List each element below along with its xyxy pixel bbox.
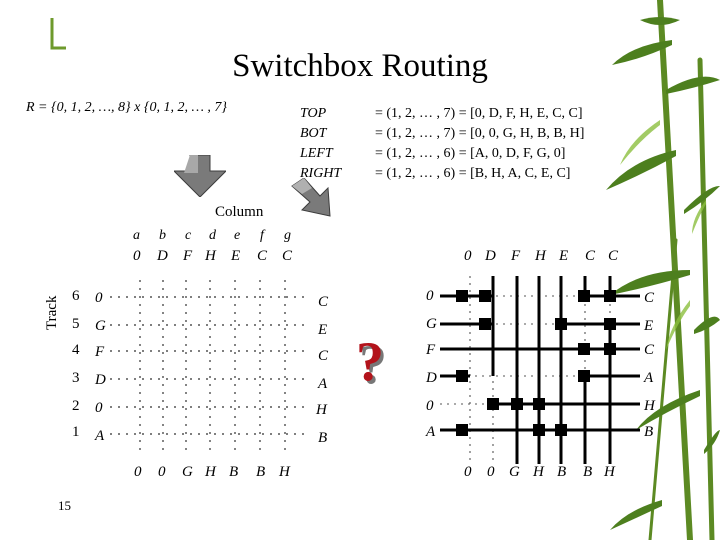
right-side-pin: B [318, 430, 328, 446]
right-side-pin: C [318, 348, 329, 364]
right-top-pin: E [559, 248, 570, 264]
right-bottom-pin: 0 [464, 464, 473, 480]
right-top-pin: C [608, 248, 620, 264]
right-top-pin: 0 [464, 248, 473, 264]
page-number: 15 [58, 498, 71, 513]
routed-switchbox-grid [440, 276, 640, 464]
left-side-pin: G [95, 318, 106, 334]
side-value-top: = (1, 2, … , 7) = [0, D, F, H, E, C, C] [375, 106, 583, 121]
track-number: 4 [72, 342, 80, 358]
column-letter: f [260, 228, 264, 243]
left-bottom-pin: H [205, 464, 217, 480]
track-number: 2 [72, 398, 80, 414]
track-number: 3 [72, 370, 80, 386]
left-side-pin: A [95, 428, 105, 444]
left-side-pin: D [95, 372, 106, 388]
left-bottom-pin: B [256, 464, 267, 480]
right-side-pin: E [318, 322, 328, 338]
slide-title: Switchbox Routing [232, 48, 488, 84]
routed-left-pin: 0 [426, 398, 434, 414]
side-value-left: = (1, 2, … , 6) = [A, 0, D, F, G, 0] [375, 146, 566, 161]
right-side-pin: H [316, 402, 327, 418]
routed-right-pin: B [644, 424, 654, 440]
left-top-pin: F [183, 248, 194, 264]
right-top-pin: F [511, 248, 522, 264]
routed-right-pin: H [644, 398, 655, 414]
column-letter: c [185, 228, 192, 243]
routed-right-pin: C [644, 342, 655, 358]
right-bottom-pin: B [557, 464, 568, 480]
column-letter: e [234, 228, 241, 243]
side-name-left: LEFT [300, 146, 333, 161]
column-letter: a [133, 228, 140, 243]
left-top-pin: C [257, 248, 269, 264]
diagonal-arrow-icon [291, 178, 331, 217]
left-side-pin: F [95, 344, 105, 360]
track-number: 1 [72, 424, 80, 440]
column-letter: b [159, 228, 166, 243]
region-definition: R = {0, 1, 2, …, 8} x {0, 1, 2, … , 7} [26, 100, 228, 115]
side-values: = (1, 2, … , 7) = [0, D, F, H, E, C, C] … [375, 104, 584, 184]
right-bottom-pin: B [583, 464, 594, 480]
down-arrow-icon [174, 155, 226, 197]
left-top-pin: D [157, 248, 169, 264]
left-bottom-pin: G [182, 464, 194, 480]
track-number: 5 [72, 316, 80, 332]
routed-right-pin: A [644, 370, 654, 386]
routed-left-pin: F [426, 342, 436, 358]
column-letter: g [284, 228, 291, 243]
side-names: TOP BOT LEFT RIGHT [300, 104, 341, 184]
right-bottom-pin: H [533, 464, 545, 480]
side-name-top: TOP [300, 106, 327, 121]
right-top-pin: C [585, 248, 597, 264]
left-side-pin: 0 [95, 400, 103, 416]
track-axis-label: Track [44, 295, 60, 330]
left-bottom-pin: B [229, 464, 240, 480]
left-top-pin: E [231, 248, 242, 264]
left-bottom-pin: H [279, 464, 291, 480]
right-side-pin: C [318, 294, 329, 310]
routed-right-pin: C [644, 290, 655, 306]
routed-left-pin: A [426, 424, 436, 440]
side-name-bot: BOT [300, 126, 327, 141]
left-top-pin: 0 [133, 248, 142, 264]
column-axis-label: Column [215, 204, 264, 220]
side-value-right: = (1, 2, … , 6) = [B, H, A, C, E, C] [375, 166, 571, 181]
right-bottom-pin: G [509, 464, 521, 480]
routed-left-pin: 0 [426, 288, 434, 304]
side-value-bot: = (1, 2, … , 7) = [0, 0, G, H, B, B, H] [375, 126, 585, 141]
right-bottom-pin: H [604, 464, 616, 480]
question-mark: ? [356, 331, 384, 393]
left-top-pin: C [282, 248, 294, 264]
right-top-pin: D [485, 248, 497, 264]
right-top-pin: H [535, 248, 547, 264]
track-number: 6 [72, 288, 80, 304]
left-bottom-pin: 0 [158, 464, 167, 480]
routed-right-pin: E [644, 318, 654, 334]
empty-switchbox-grid [110, 280, 310, 452]
left-side-pin: 0 [95, 290, 103, 306]
routed-left-pin: D [426, 370, 437, 386]
right-side-pin: A [318, 376, 328, 392]
side-name-right: RIGHT [300, 166, 342, 181]
right-bottom-pin: 0 [487, 464, 496, 480]
routed-left-pin: G [426, 316, 437, 332]
left-bottom-pin: 0 [134, 464, 143, 480]
left-top-pin: H [205, 248, 217, 264]
column-letter: d [209, 228, 216, 243]
